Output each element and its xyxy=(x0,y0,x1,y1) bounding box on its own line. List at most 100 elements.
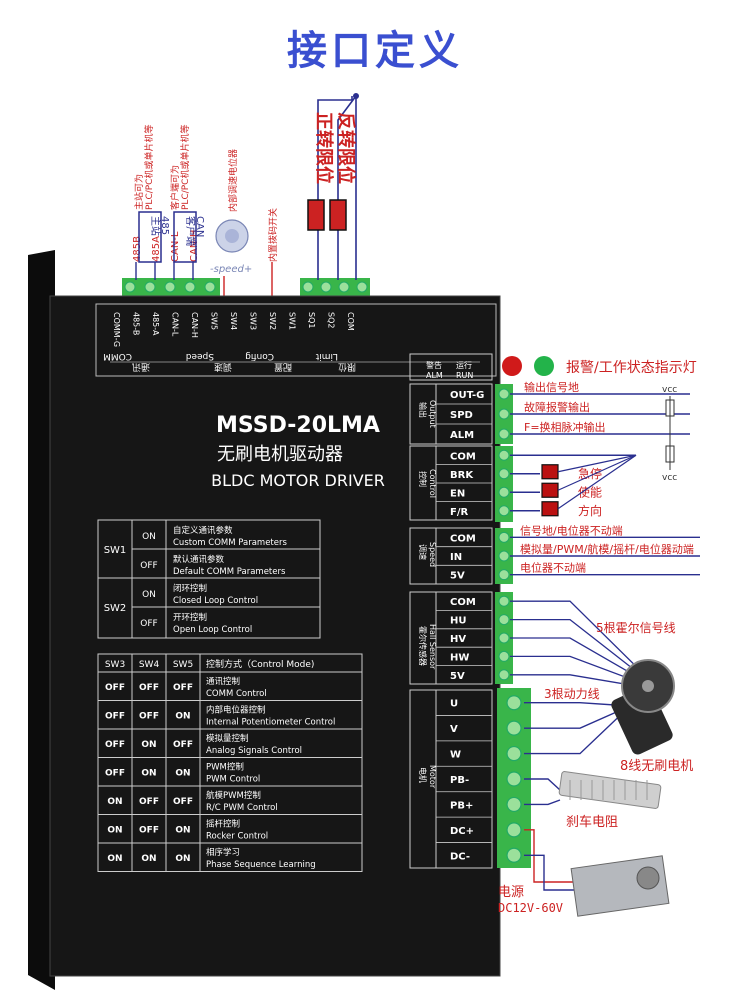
right-pin-label: DC+ xyxy=(450,826,474,837)
terminal-screw xyxy=(144,281,156,293)
speed-label: 电位器不动端 xyxy=(520,561,586,575)
speed-label: 模拟量/PWM/航模/摇杆/电位器动端 xyxy=(520,542,694,556)
terminal-screw xyxy=(506,745,522,762)
terminal-screw xyxy=(124,281,136,293)
right-pin-label: 5V xyxy=(450,571,465,582)
mode-switch-state: ON xyxy=(141,769,156,779)
mode-desc-cn: 航模PWM控制 xyxy=(206,790,261,801)
note-485: 主站可为 xyxy=(133,174,145,210)
hall-wire xyxy=(510,600,661,691)
note-can: PLC/PC机或单片机等 xyxy=(179,125,191,210)
right-pin-label: 5V xyxy=(450,671,465,682)
brake-wire xyxy=(524,799,561,806)
status-run-cn: 运行 xyxy=(456,360,472,370)
driver-side xyxy=(28,250,55,990)
mode-switch-state: ON xyxy=(175,854,190,864)
limit-switch-rev-icon xyxy=(329,199,347,231)
indicator-label: 报警/工作状态指示灯 xyxy=(566,360,697,376)
mode-desc-cn: PWM控制 xyxy=(206,762,244,773)
terminal-screw xyxy=(498,468,510,480)
right-pin-label: COM xyxy=(450,451,476,462)
top-group-cn: 通讯 xyxy=(132,361,150,372)
right-group-box xyxy=(409,591,493,685)
terminal-screw xyxy=(506,720,522,736)
potentiometer-knob xyxy=(225,229,239,243)
top-group-en: COMM xyxy=(103,351,132,361)
right-pin-label: OUT-G xyxy=(450,390,484,401)
pot-note: 内部调速电位器 xyxy=(227,149,239,212)
driver-body xyxy=(49,295,501,977)
box-can xyxy=(173,211,197,263)
hall-label: 5根霍尔信号线 xyxy=(596,620,676,635)
mode-switch-state: OFF xyxy=(105,712,125,722)
power-wire xyxy=(524,854,574,891)
mode-switch-state: OFF xyxy=(139,712,159,722)
right-group-cn: 输出 xyxy=(418,402,428,418)
speed-label: 信号地/电位器不动端 xyxy=(520,523,623,537)
right-group-en: Speed xyxy=(428,542,437,567)
mode-switch-state: OFF xyxy=(139,826,159,836)
right-pin-label: COM xyxy=(450,533,476,544)
terminal-screw xyxy=(498,531,510,543)
power-fan-icon xyxy=(636,866,660,890)
box-485 xyxy=(138,211,162,263)
page-title: 接口定义 xyxy=(287,28,463,74)
terminal-screw xyxy=(338,281,350,293)
mode-header: SW5 xyxy=(173,660,193,670)
sw-desc-en: Closed Loop Control xyxy=(173,596,258,606)
speed-mark: -speed+ xyxy=(210,264,252,275)
vcc-label: vcc xyxy=(662,385,677,395)
box-can-label: 客户端 xyxy=(184,216,197,246)
mode-desc-en: Internal Potentiometer Control xyxy=(206,718,335,728)
motor-shaft-icon xyxy=(642,680,654,692)
terminal-screw xyxy=(498,632,510,644)
config-note: 内置拨码开关 xyxy=(267,208,279,262)
sw-state: OFF xyxy=(140,619,157,629)
terminal-screw xyxy=(498,550,510,562)
note-can: 客户端可为 xyxy=(169,165,181,210)
mode-desc-en: Phase Sequence Learning xyxy=(206,860,316,870)
mode-switch-state: OFF xyxy=(173,797,193,807)
right-pin-label: W xyxy=(450,750,461,761)
terminal-screw xyxy=(356,281,368,293)
mode-desc-en: R/C PWM Control xyxy=(206,803,278,813)
driver-name-en: BLDC MOTOR DRIVER xyxy=(211,471,385,490)
mode-switch-state: ON xyxy=(141,854,156,864)
right-pin-label: PB- xyxy=(450,775,469,786)
right-pin-label: V xyxy=(450,724,458,735)
power-voltage-label: DC12V-60V xyxy=(498,901,563,915)
top-group-cn: 限位 xyxy=(338,361,356,373)
right-group-cn: 电机 xyxy=(418,767,428,783)
terminal-screw xyxy=(498,669,510,681)
limit-switch-fwd-icon xyxy=(307,199,325,231)
right-pin-label: HU xyxy=(450,616,467,627)
terminal-screw xyxy=(498,505,510,517)
motor-label: 8线无刷电机 xyxy=(620,759,693,774)
terminal-screw xyxy=(506,771,522,787)
right-group-cn: 霍尔传感器 xyxy=(418,626,428,666)
mode-desc-cn: 通讯控制 xyxy=(206,676,240,687)
right-group-en: Control xyxy=(428,469,437,498)
mode-header: SW3 xyxy=(105,660,125,670)
control-label: 急停 xyxy=(578,466,602,481)
top-group-cn: 调速 xyxy=(214,361,232,372)
control-label: 使能 xyxy=(578,484,602,499)
mode-switch-state: ON xyxy=(141,740,156,750)
top-terminal-label: SQ1 xyxy=(307,312,316,328)
top-group-en: Limit xyxy=(315,351,338,361)
comm-wire-label: 485A xyxy=(151,236,162,262)
led-alarm-icon xyxy=(502,356,522,376)
mode-desc-en: PWM Control xyxy=(206,775,260,785)
top-group-cn: 配置 xyxy=(274,361,292,372)
right-group-en: Motor xyxy=(428,765,437,789)
output-label: 输出信号地 xyxy=(524,380,579,394)
mode-desc-en: COMM Control xyxy=(206,689,267,699)
output-label: F=换相脉冲输出 xyxy=(524,420,606,434)
comm-wire-label: 485B xyxy=(132,236,143,262)
terminal-screw xyxy=(302,281,314,293)
right-pin-label: HV xyxy=(450,634,466,645)
top-terminal-label: CAN-L xyxy=(171,312,180,337)
driver-name-cn: 无刷电机驱动器 xyxy=(217,444,343,465)
control-switch-icon xyxy=(541,501,559,517)
